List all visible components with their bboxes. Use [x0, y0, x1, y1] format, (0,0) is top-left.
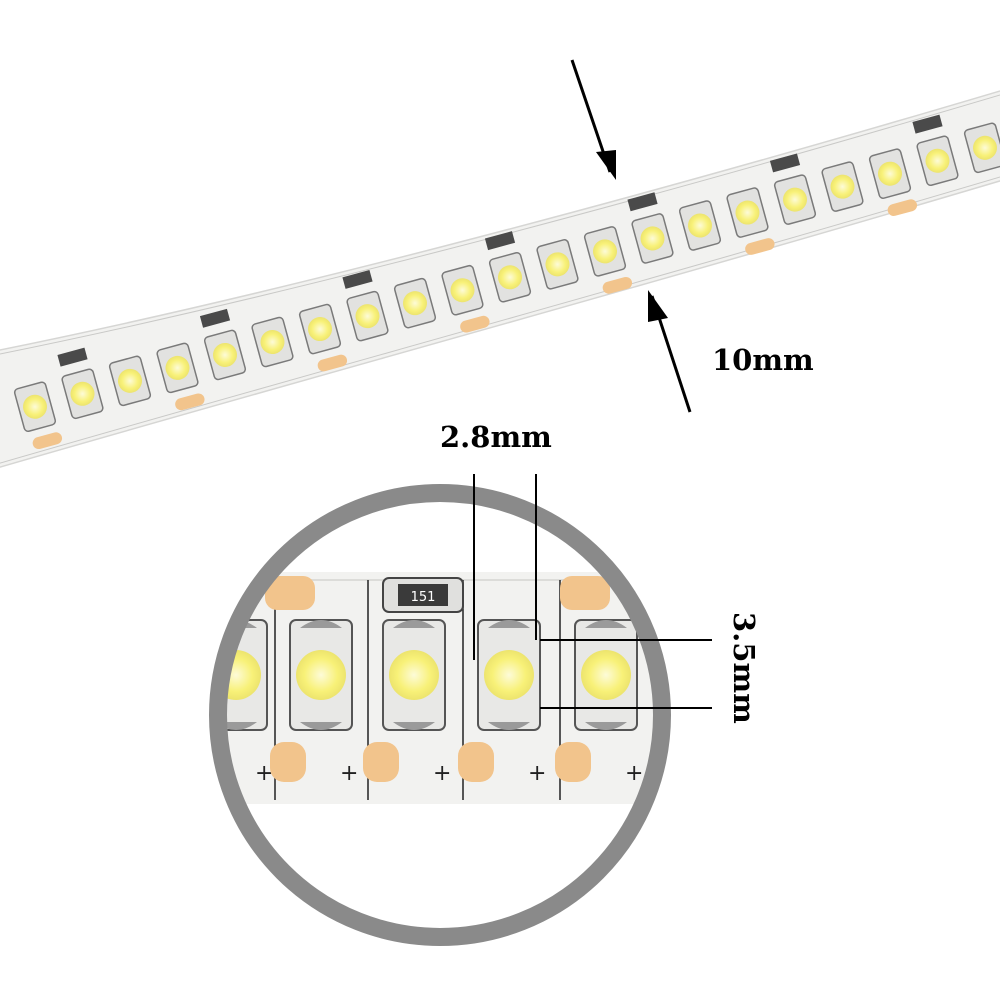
- copper-pad: [317, 354, 348, 372]
- led-emitter: [403, 291, 427, 316]
- led-lead-top: [585, 620, 627, 628]
- resistor-chip: [342, 269, 373, 289]
- led-lead-top: [488, 620, 530, 628]
- strip-edge-top: [0, 94, 1000, 355]
- zoomed-led-unit: +: [270, 580, 358, 800]
- led-emitter: [581, 650, 631, 700]
- strip-led-unit: [868, 148, 918, 217]
- copper-pad: [270, 742, 306, 782]
- resistor-chip: [769, 153, 801, 173]
- led-dimension-markers: [473, 474, 712, 709]
- strip-led-unit: [583, 226, 633, 294]
- led-emitter: [296, 650, 346, 700]
- strip-led-unit: [627, 192, 674, 264]
- zoomed-led-unit: +: [555, 580, 643, 800]
- led-emitter: [389, 650, 439, 700]
- strip-led-unit: [441, 264, 490, 333]
- strip-led-unit: [963, 122, 1000, 174]
- copper-pad-top: [560, 576, 610, 610]
- strip-led-unit: [484, 231, 532, 303]
- strip-led-unit: [342, 269, 389, 342]
- zoomed-led-unit: +: [363, 580, 451, 800]
- led-emitter: [545, 252, 570, 277]
- resistor-chip: [398, 584, 448, 606]
- led-lead-bottom: [393, 722, 435, 730]
- led-emitter: [830, 174, 855, 199]
- copper-pad: [602, 276, 633, 294]
- resistor-chip: [484, 231, 516, 251]
- strip-led-unit: [13, 381, 63, 450]
- led-emitter: [925, 148, 950, 173]
- strip-led-unit: [199, 308, 247, 381]
- led-strip: [0, 90, 1000, 468]
- strip-led-unit: [536, 239, 579, 290]
- strip-led-unit: [393, 277, 437, 329]
- copper-pad: [887, 199, 918, 217]
- polarity-mark: +: [433, 761, 451, 786]
- strip-led-unit: [298, 303, 348, 372]
- strip-width-label: 10mm: [712, 343, 814, 377]
- led-emitter: [688, 213, 712, 238]
- copper-pad: [458, 742, 494, 782]
- strip-led-unit: [57, 347, 104, 420]
- magnifier-ring: [209, 484, 671, 946]
- copper-pad: [745, 238, 775, 255]
- led-emitter: [783, 187, 807, 212]
- led-height-label: 3.5mm: [727, 612, 761, 724]
- magnifier: + + + + +151: [209, 484, 671, 946]
- led-emitter: [593, 239, 617, 264]
- polarity-mark: +: [528, 761, 546, 786]
- led-emitter: [450, 278, 475, 303]
- strip-led-unit: [678, 200, 722, 251]
- led-lead-top: [393, 620, 435, 628]
- led-emitter: [973, 135, 997, 160]
- led-lead-bottom: [585, 722, 627, 730]
- strip-led-unit: [726, 187, 775, 255]
- led-emitter: [878, 161, 902, 186]
- copper-pad: [555, 742, 591, 782]
- zoomed-resistor: 151: [382, 577, 464, 613]
- copper-pad-top: [265, 576, 315, 610]
- led-emitter: [735, 200, 760, 225]
- resistor-chip: [57, 347, 88, 367]
- led-emitter: [118, 368, 142, 393]
- polarity-mark: +: [340, 761, 358, 786]
- led-emitter: [355, 304, 380, 329]
- resistor-chip: [199, 308, 231, 328]
- arrowhead-down-icon: [596, 150, 616, 180]
- led-emitter: [498, 265, 522, 290]
- led-emitter: [213, 342, 237, 367]
- led-emitter: [260, 330, 285, 355]
- copper-pad: [460, 315, 490, 333]
- strip-led-unit: [821, 161, 864, 212]
- led-lead-top: [300, 620, 342, 628]
- polarity-mark: +: [625, 761, 643, 786]
- resistor-chip: [912, 114, 943, 134]
- copper-pad: [175, 393, 205, 411]
- arrowhead-up-icon: [648, 290, 668, 322]
- polarity-mark: +: [255, 761, 273, 786]
- led-emitter: [23, 394, 47, 419]
- led-emitter: [640, 226, 665, 251]
- led-width-label: 2.8mm: [440, 420, 552, 454]
- strip-led-unit: [108, 355, 152, 407]
- led-emitter: [484, 650, 534, 700]
- led-emitter: [70, 381, 95, 406]
- copper-pad: [32, 432, 63, 450]
- led-lead-bottom: [300, 722, 342, 730]
- strip-led-unit: [156, 342, 205, 411]
- width-dimension-marker: [570, 59, 692, 413]
- led-emitter: [165, 355, 190, 380]
- resistor-chip: [627, 192, 658, 212]
- strip-led-unit: [912, 114, 959, 187]
- strip-led-unit: [769, 153, 817, 225]
- led-emitter: [308, 317, 332, 342]
- copper-pad: [363, 742, 399, 782]
- strip-led-row: [13, 114, 1000, 450]
- strip-led-unit: [251, 316, 294, 368]
- zoomed-led-unit: +: [458, 580, 546, 800]
- led-lead-bottom: [488, 722, 530, 730]
- resistor-code: 151: [411, 590, 436, 605]
